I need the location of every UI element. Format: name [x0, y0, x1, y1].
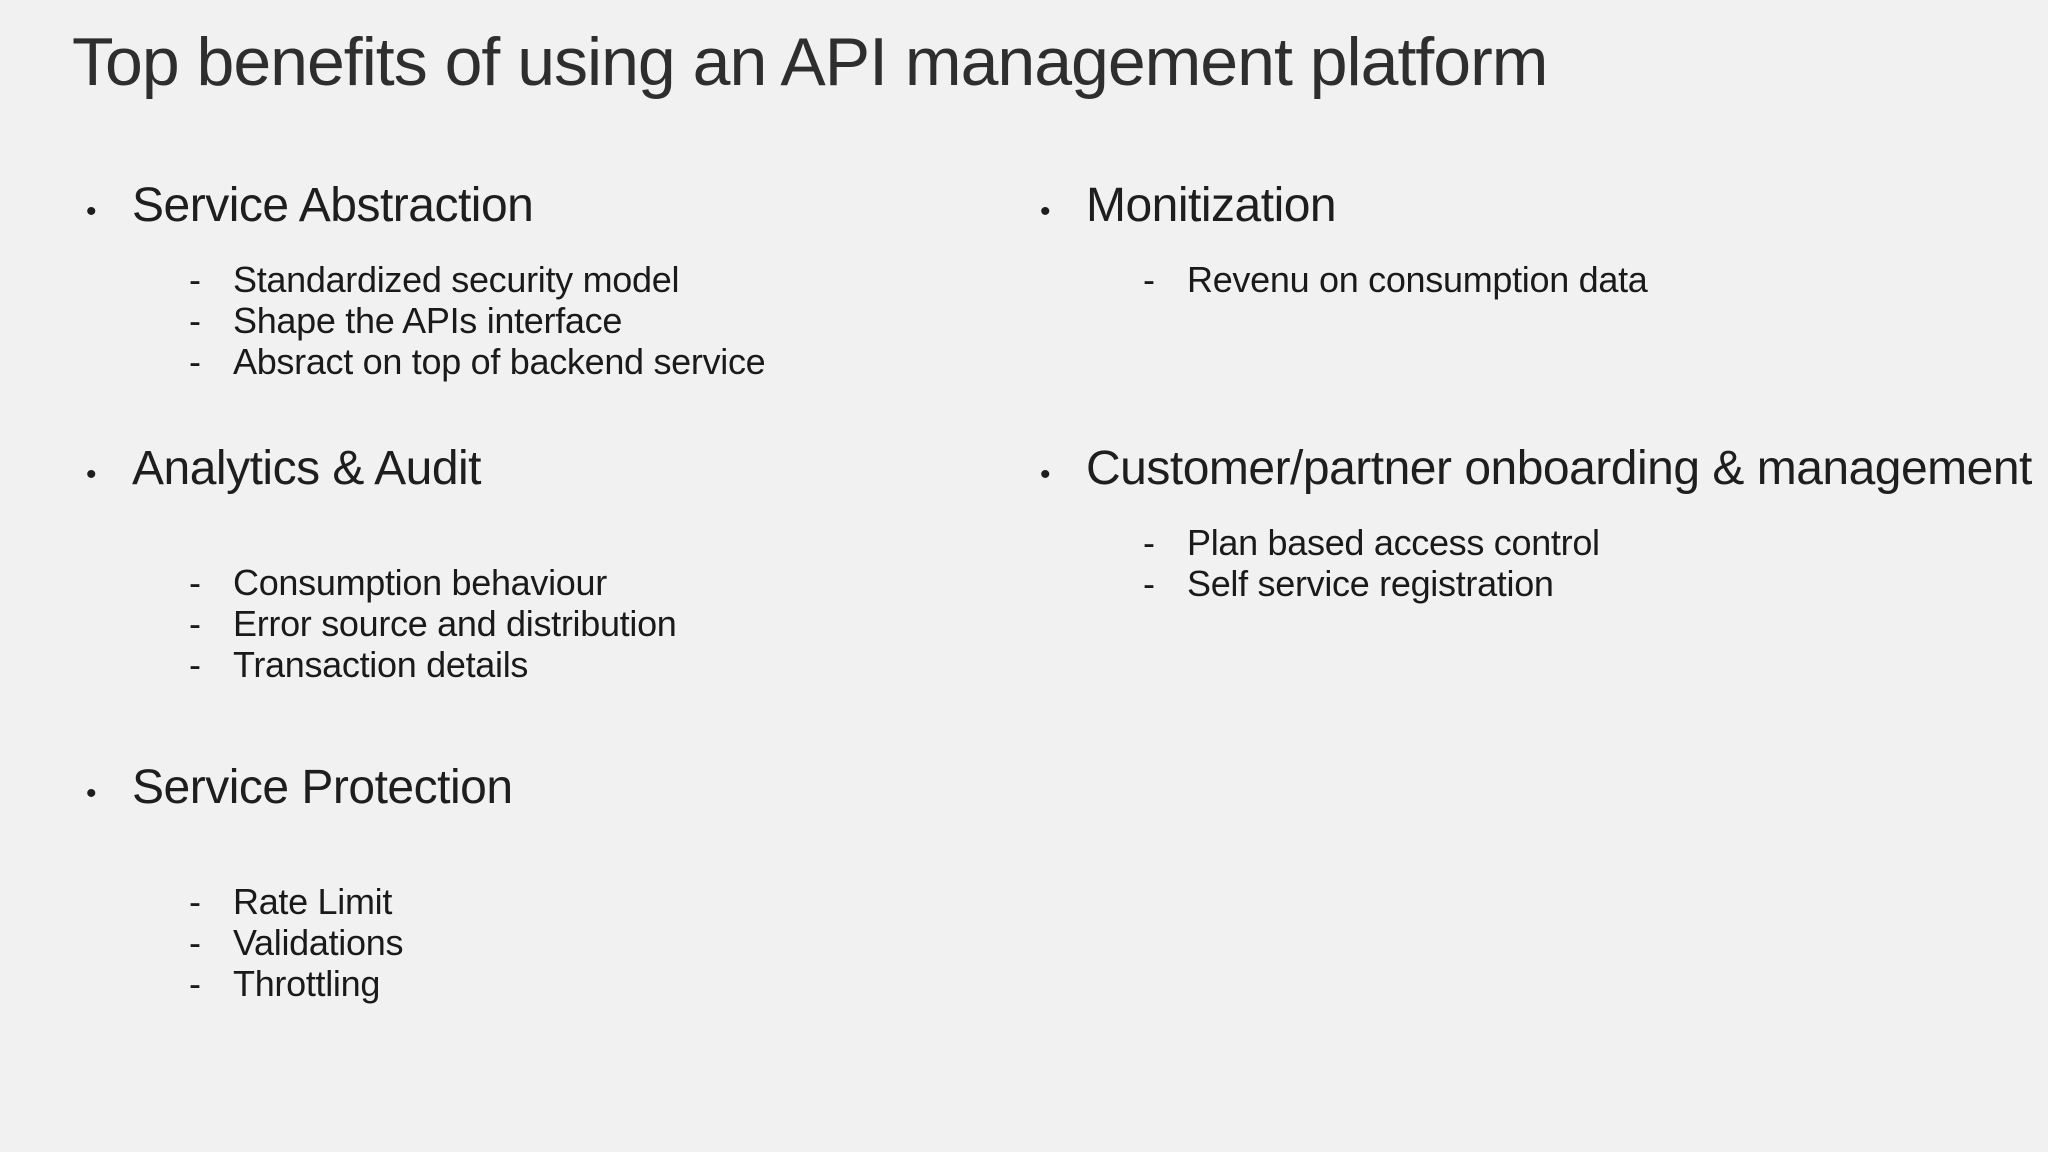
- bullet-section: • Service Protection -Rate Limit-Validat…: [86, 757, 1006, 1004]
- dash-bullet-icon: -: [189, 300, 201, 341]
- section-item: -Shape the APIs interface: [86, 300, 1006, 341]
- section-sublist: -Standardized security model-Shape the A…: [86, 259, 1006, 382]
- bullet-section: • Analytics & Audit -Consumption behavio…: [86, 438, 1006, 685]
- section-sublist: -Plan based access control-Self service …: [1040, 522, 2020, 604]
- section-item-label: Standardized security model: [233, 259, 680, 300]
- section-heading: Service Abstraction: [132, 179, 534, 232]
- dash-bullet-icon: -: [189, 922, 201, 963]
- section-item-label: Plan based access control: [1187, 522, 1600, 563]
- section-item: -Absract on top of backend service: [86, 341, 1006, 382]
- bullet-icon: •: [86, 195, 97, 228]
- section-item-label: Revenu on consumption data: [1187, 259, 1648, 300]
- section-item: -Self service registration: [1040, 563, 2020, 604]
- dash-bullet-icon: -: [189, 963, 201, 1004]
- section-item: -Revenu on consumption data: [1040, 259, 2020, 300]
- section-item: -Validations: [86, 922, 1006, 963]
- bullet-section: • Customer/partner onboarding & manageme…: [1040, 438, 2032, 604]
- section-heading-row: • Customer/partner onboarding & manageme…: [1040, 438, 2032, 506]
- bullet-section: • Service Abstraction -Standardized secu…: [86, 175, 1006, 382]
- section-sublist: -Consumption behaviour-Error source and …: [86, 562, 1006, 685]
- section-sublist: -Rate Limit-Validations-Throttling: [86, 881, 1006, 1004]
- bullet-icon: •: [1040, 195, 1051, 228]
- section-heading-row: • Service Protection: [86, 757, 1006, 825]
- dash-bullet-icon: -: [189, 259, 201, 300]
- slide-title: Top benefits of using an API management …: [72, 24, 1548, 100]
- section-item-label: Error source and distribution: [233, 603, 677, 644]
- section-item-label: Throttling: [233, 963, 381, 1004]
- section-item: -Rate Limit: [86, 881, 1006, 922]
- dash-bullet-icon: -: [189, 881, 201, 922]
- column-left: • Service Abstraction -Standardized secu…: [86, 0, 1006, 1152]
- bullet-icon: •: [86, 458, 97, 491]
- section-item-label: Self service registration: [1187, 563, 1554, 604]
- bullet-icon: •: [1040, 458, 1051, 491]
- section-item-label: Shape the APIs interface: [233, 300, 623, 341]
- section-heading-row: • Service Abstraction: [86, 175, 1006, 243]
- section-item-label: Absract on top of backend service: [233, 341, 766, 382]
- dash-bullet-icon: -: [189, 341, 201, 382]
- section-heading-row: • Monitization: [1040, 175, 2020, 243]
- section-item-label: Consumption behaviour: [233, 562, 607, 603]
- section-item-label: Transaction details: [233, 644, 529, 685]
- section-item: -Error source and distribution: [86, 603, 1006, 644]
- dash-bullet-icon: -: [1143, 259, 1155, 300]
- section-item: -Consumption behaviour: [86, 562, 1006, 603]
- dash-bullet-icon: -: [189, 644, 201, 685]
- section-item-label: Rate Limit: [233, 881, 393, 922]
- section-item: -Throttling: [86, 963, 1006, 1004]
- dash-bullet-icon: -: [189, 562, 201, 603]
- section-heading: Customer/partner onboarding & management: [1086, 442, 2032, 495]
- section-heading-row: • Analytics & Audit: [86, 438, 1006, 506]
- dash-bullet-icon: -: [1143, 563, 1155, 604]
- dash-bullet-icon: -: [1143, 522, 1155, 563]
- section-item: -Plan based access control: [1040, 522, 2020, 563]
- section-item-label: Validations: [233, 922, 404, 963]
- section-item: -Standardized security model: [86, 259, 1006, 300]
- bullet-icon: •: [86, 777, 97, 810]
- dash-bullet-icon: -: [189, 603, 201, 644]
- section-heading: Monitization: [1086, 179, 1337, 232]
- section-sublist: -Revenu on consumption data: [1040, 259, 2020, 300]
- section-heading: Analytics & Audit: [132, 442, 482, 495]
- column-right: • Monitization -Revenu on consumption da…: [1040, 0, 2032, 1152]
- bullet-section: • Monitization -Revenu on consumption da…: [1040, 175, 2020, 300]
- section-heading: Service Protection: [132, 761, 513, 814]
- section-item: -Transaction details: [86, 644, 1006, 685]
